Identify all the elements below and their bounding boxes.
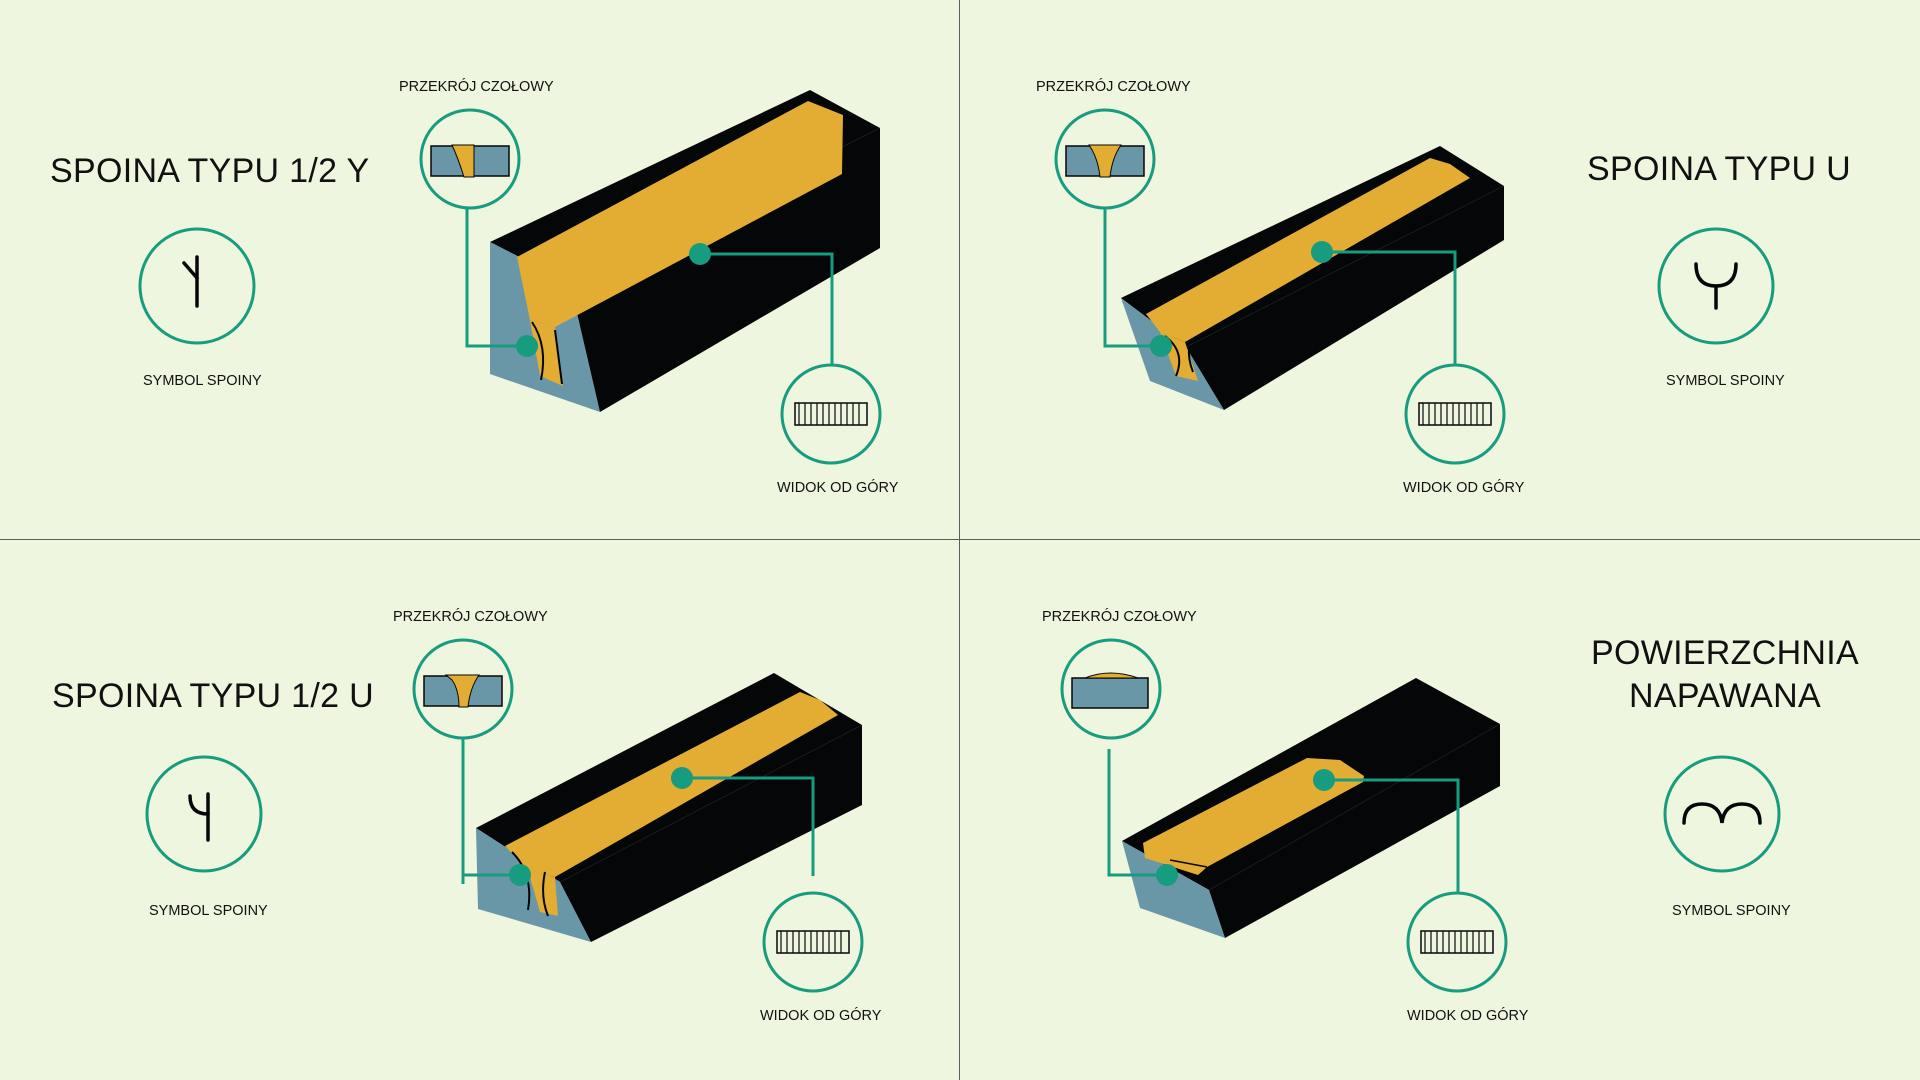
cross-section-label: PRZEKRÓJ CZOŁOWY (399, 79, 554, 95)
cross-section-marker-dot (516, 335, 538, 357)
symbol-label: SYMBOL SPOINY (149, 903, 268, 919)
leader-lines (461, 738, 815, 886)
half-u-symbol-icon (188, 792, 210, 842)
top-view-callout (762, 891, 864, 993)
weld-symbol-circle (1663, 755, 1781, 873)
half-u-weld-illustration (145, 638, 864, 993)
panel-u-weld: SPOINA TYPU U PRZEKRÓJ CZOŁOWY SYMBOL SP… (960, 0, 1920, 540)
panel-surfacing-weld: POWIERZCHNIA NAPAWANA PRZEKRÓJ CZOŁOWY S… (960, 540, 1920, 1080)
top-view-callout (780, 363, 882, 465)
cross-section-callout (1060, 638, 1162, 740)
panel-half-y-weld: SPOINA TYPU 1/2 Y PRZEKRÓJ CZOŁOWY SYMBO… (0, 0, 960, 540)
panel-half-u-weld: SPOINA TYPU 1/2 U PRZEKRÓJ CZOŁOWY SYMBO… (0, 540, 960, 1080)
top-view-label: WIDOK OD GÓRY (1403, 480, 1525, 496)
top-view-marker-dot (1311, 241, 1333, 263)
top-view-marker-dot (1313, 769, 1335, 791)
steel-block-3d (1122, 678, 1500, 938)
weld-symbol-circle (145, 755, 263, 873)
steel-block-3d (490, 90, 880, 412)
top-view-marker-dot (689, 243, 711, 265)
weld-symbol-circle (1657, 227, 1775, 345)
cross-section-label: PRZEKRÓJ CZOŁOWY (393, 609, 548, 625)
cross-section-callout (1054, 108, 1156, 210)
weld-type-title: SPOINA TYPU U (1587, 150, 1852, 188)
leader-lines (1103, 208, 1457, 364)
half-y-symbol-icon (182, 255, 199, 308)
top-view-label: WIDOK OD GÓRY (777, 480, 899, 496)
cross-section-label: PRZEKRÓJ CZOŁOWY (1036, 79, 1191, 95)
top-view-label: WIDOK OD GÓRY (1407, 1008, 1529, 1024)
cross-section-marker-dot (509, 864, 531, 886)
cross-section-callout (419, 108, 521, 210)
symbol-label: SYMBOL SPOINY (143, 373, 262, 389)
u-weld-illustration (1054, 108, 1775, 465)
half-y-weld-illustration (138, 90, 882, 465)
leader-lines (1107, 749, 1460, 892)
weld-type-title: SPOINA TYPU 1/2 U (52, 677, 374, 715)
symbol-label: SYMBOL SPOINY (1666, 373, 1785, 389)
top-view-callout (1404, 363, 1506, 465)
top-view-marker-dot (671, 767, 693, 789)
cross-section-marker-dot (1150, 335, 1172, 357)
weld-symbol-circle (138, 227, 256, 345)
cross-section-marker-dot (1156, 864, 1178, 886)
u-symbol-icon (1694, 262, 1738, 310)
weld-type-title: POWIERZCHNIA NAPAWANA (1590, 634, 1860, 715)
top-view-callout (1406, 891, 1508, 993)
weld-type-title: SPOINA TYPU 1/2 Y (50, 152, 370, 190)
leader-lines (465, 208, 834, 364)
symbol-label: SYMBOL SPOINY (1672, 903, 1791, 919)
cross-section-callout (412, 638, 514, 740)
top-view-label: WIDOK OD GÓRY (760, 1008, 882, 1024)
surfacing-symbol-icon (1682, 802, 1762, 825)
surfacing-weld-illustration (1060, 638, 1781, 993)
cross-section-label: PRZEKRÓJ CZOŁOWY (1042, 609, 1197, 625)
